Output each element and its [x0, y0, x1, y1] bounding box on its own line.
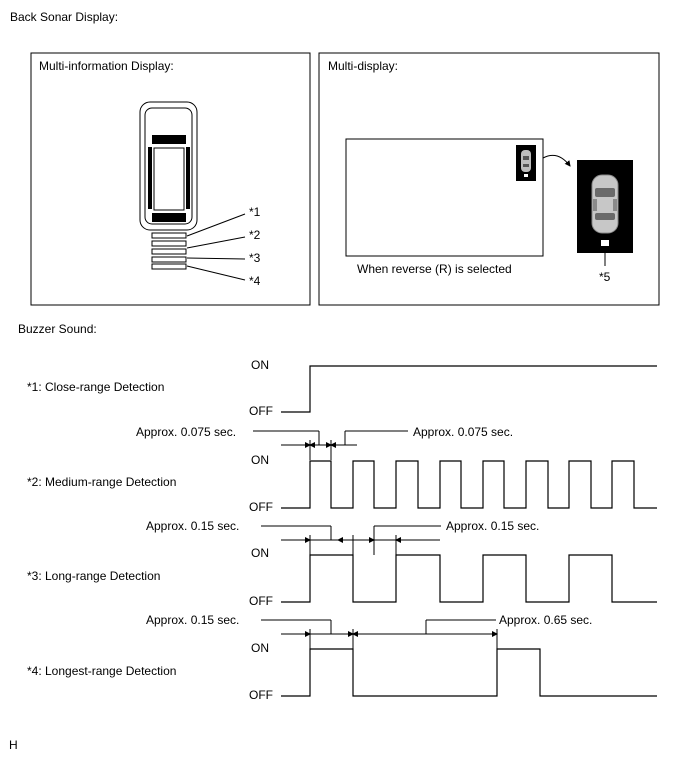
wave-close	[281, 365, 657, 413]
on-label-2: ON	[251, 453, 269, 467]
md-panel-label: Multi-display:	[328, 59, 398, 73]
callout-leaders	[186, 213, 246, 281]
on-label-3: ON	[251, 546, 269, 560]
wave-medium	[281, 460, 657, 509]
off-label-2: OFF	[249, 500, 273, 514]
detection-4-dimension	[261, 619, 498, 649]
buzzer-title: Buzzer Sound:	[18, 322, 97, 336]
detection-2-left-note: Approx. 0.075 sec.	[136, 425, 236, 439]
off-label-3: OFF	[249, 594, 273, 608]
detection-2-label: *2: Medium-range Detection	[27, 475, 176, 489]
corner-code: H	[9, 738, 18, 752]
large-car-icon	[577, 160, 633, 253]
detection-3-left-note: Approx. 0.15 sec.	[146, 519, 239, 533]
small-car-icon	[516, 145, 536, 181]
callout-5: *5	[599, 270, 611, 284]
mid-panel	[30, 52, 311, 306]
detection-4-left-note: Approx. 0.15 sec.	[146, 613, 239, 627]
detection-3-label: *3: Long-range Detection	[27, 569, 160, 583]
md-caption: When reverse (R) is selected	[357, 262, 512, 276]
on-label-4: ON	[251, 641, 269, 655]
page-title: Back Sonar Display:	[10, 10, 118, 24]
callout-1: *1	[249, 205, 261, 219]
wave-long	[281, 554, 657, 603]
off-label-1: OFF	[249, 404, 273, 418]
callout-4: *4	[249, 274, 261, 288]
zoom-arrow-icon	[542, 154, 571, 167]
off-label-4: OFF	[249, 688, 273, 702]
md-panel	[318, 52, 660, 306]
mid-panel-label: Multi-information Display:	[39, 59, 174, 73]
detection-4-right-note: Approx. 0.65 sec.	[499, 613, 592, 627]
callout-3: *3	[249, 251, 261, 265]
multi-display-screen	[345, 138, 544, 257]
car-top-view-icon	[139, 101, 198, 231]
detection-3-right-note: Approx. 0.15 sec.	[446, 519, 539, 533]
detection-1-label: *1: Close-range Detection	[27, 380, 164, 394]
detection-2-dimension	[253, 430, 408, 460]
wave-longest	[281, 648, 657, 697]
detection-3-dimension	[261, 525, 441, 555]
detection-4-label: *4: Longest-range Detection	[27, 664, 176, 678]
callout-2: *2	[249, 228, 261, 242]
detection-2-right-note: Approx. 0.075 sec.	[413, 425, 513, 439]
on-label-1: ON	[251, 358, 269, 372]
sensor-bars	[151, 232, 187, 270]
